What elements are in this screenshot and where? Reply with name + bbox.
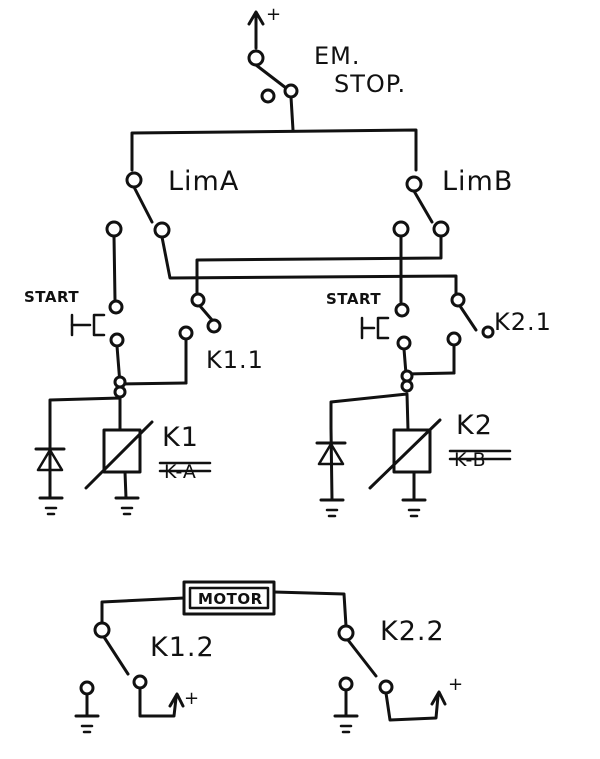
ground-symbol-d1	[38, 496, 64, 516]
interlock-wiring	[160, 234, 458, 296]
circuit-1-branch-wire	[48, 396, 122, 432]
relay-coil-k1	[84, 420, 154, 500]
lim-a-to-start-wire	[112, 234, 117, 302]
k2-coil-label: K2	[456, 410, 493, 441]
k-a-crossed-label: K-A	[158, 461, 212, 483]
ground-symbol-m1	[74, 692, 100, 734]
circuit-1-junction-wire	[115, 344, 188, 386]
seal-in-contact-k1-1	[178, 292, 222, 385]
ground-symbol-k2	[401, 498, 427, 518]
circuit-2-junction-wire	[402, 347, 456, 376]
ground-symbol-k1	[114, 496, 140, 516]
flyback-diode-2	[315, 426, 347, 502]
junction-node-1b	[113, 385, 127, 399]
motor-left-wire	[100, 596, 186, 624]
motor-plus-1-label: +	[184, 688, 199, 709]
flyback-diode-1	[34, 426, 66, 500]
lim-a-label: LimA	[168, 166, 239, 197]
k1-2-label: K1.2	[150, 632, 215, 663]
em-stop-label-line1: EM.	[314, 42, 361, 70]
supply-arrow-m1	[138, 686, 185, 718]
ground-symbol-m2	[333, 688, 359, 734]
k1-coil-label: K1	[162, 422, 199, 453]
supply-arrow-m2	[384, 690, 447, 722]
ground-symbol-d2	[319, 498, 345, 518]
k2-1-label: K2.1	[494, 308, 552, 336]
start-2-label: START	[326, 290, 381, 308]
supply-plus-label: +	[266, 4, 281, 25]
k-b-crossed-label: K-B	[448, 449, 512, 471]
circuit-2-branch-wire	[329, 392, 410, 432]
supply-arrow	[247, 10, 265, 50]
motor-label: MOTOR	[198, 590, 263, 608]
limit-switch-b	[392, 175, 450, 238]
emergency-stop-switch	[247, 49, 299, 132]
start-button-2	[360, 302, 412, 351]
start-1-label: START	[24, 288, 79, 306]
top-bus-wire	[130, 128, 418, 172]
lim-b-label: LimB	[442, 166, 513, 197]
k1-1-label: K1.1	[206, 346, 264, 374]
contact-k1-2	[79, 621, 148, 696]
junction-node-2b	[400, 379, 414, 393]
relay-coil-k2	[368, 418, 442, 502]
k2-2-label: K2.2	[380, 616, 445, 647]
contact-k2-2	[337, 624, 394, 695]
seal-in-contact-k2-1	[446, 292, 495, 375]
limit-switch-a	[105, 171, 171, 239]
motor-plus-2-label: +	[448, 674, 463, 695]
start-button-1	[70, 299, 125, 348]
motor-right-wire	[272, 590, 348, 628]
em-stop-label-line2: STOP.	[334, 70, 406, 98]
